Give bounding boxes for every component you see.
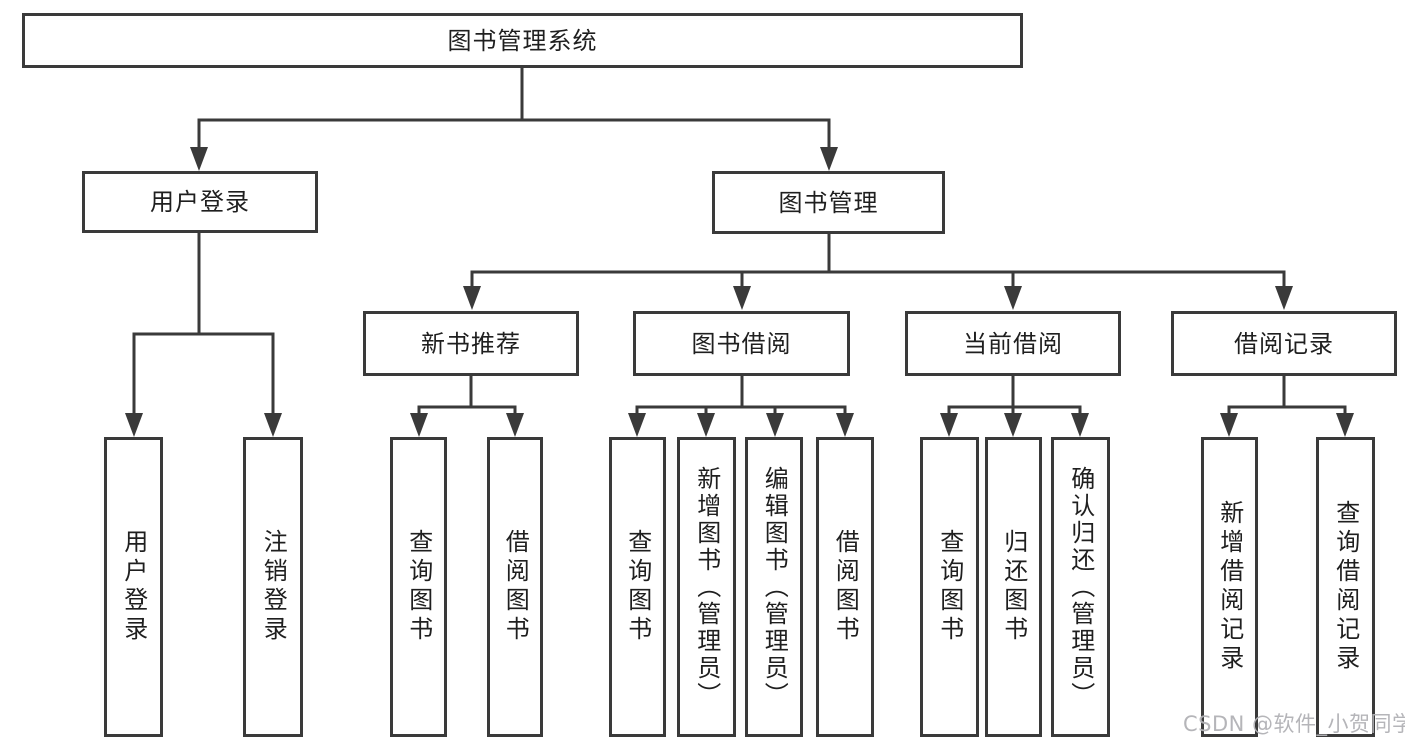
leaf-confirm-return-admin-label: 确认归还（管理员） [1066, 465, 1095, 709]
leaf-return-book-label: 归还图书 [999, 529, 1028, 645]
leaf-add-book-admin: 新增图书（管理员） [677, 437, 736, 737]
leaf-edit-book-admin: 编辑图书（管理员） [745, 437, 803, 737]
leaf-user-login: 用户登录 [104, 437, 163, 737]
node-book-borrow-label: 图书借阅 [691, 329, 792, 358]
leaf-query-borrow-record-label: 查询借阅记录 [1331, 500, 1360, 674]
leaf-confirm-return-admin: 确认归还（管理员） [1051, 437, 1110, 737]
leaf-logout: 注销登录 [243, 437, 303, 737]
node-book-borrow: 图书借阅 [633, 311, 850, 376]
leaf-add-book-admin-label: 新增图书（管理员） [692, 465, 721, 709]
node-borrow-record-label: 借阅记录 [1234, 329, 1334, 358]
node-current-borrow: 当前借阅 [905, 311, 1121, 376]
leaf-logout-label: 注销登录 [259, 529, 288, 645]
leaf-query-books-current-label: 查询图书 [935, 529, 964, 645]
leaf-add-borrow-record: 新增借阅记录 [1201, 437, 1258, 737]
node-user-login-label: 用户登录 [150, 188, 250, 216]
node-new-book-recommend: 新书推荐 [363, 311, 579, 376]
node-current-borrow-label: 当前借阅 [963, 329, 1063, 358]
node-new-book-recommend-label: 新书推荐 [421, 329, 521, 358]
leaf-return-book: 归还图书 [985, 437, 1042, 737]
leaf-add-borrow-record-label: 新增借阅记录 [1215, 500, 1244, 674]
leaf-query-books-borrow-label: 查询图书 [623, 529, 652, 645]
leaf-query-books-borrow: 查询图书 [609, 437, 666, 737]
node-book-management: 图书管理 [712, 171, 945, 234]
leaf-borrow-books-recommend-label: 借阅图书 [501, 529, 530, 645]
node-book-management-label: 图书管理 [778, 188, 879, 217]
leaf-borrow-books: 借阅图书 [816, 437, 874, 737]
leaf-borrow-books-label: 借阅图书 [831, 529, 860, 645]
leaf-query-books-current: 查询图书 [920, 437, 979, 737]
node-borrow-record: 借阅记录 [1171, 311, 1397, 376]
leaf-query-books-recommend: 查询图书 [390, 437, 447, 737]
watermark: CSDN @软件_小贺同学 [1183, 712, 1405, 736]
node-root: 图书管理系统 [22, 13, 1023, 68]
leaf-user-login-label: 用户登录 [119, 529, 148, 645]
leaf-query-borrow-record: 查询借阅记录 [1316, 437, 1375, 737]
node-root-label: 图书管理系统 [447, 26, 598, 55]
node-user-login: 用户登录 [82, 171, 318, 233]
leaf-borrow-books-recommend: 借阅图书 [487, 437, 543, 737]
leaf-query-books-recommend-label: 查询图书 [404, 529, 433, 645]
leaf-edit-book-admin-label: 编辑图书（管理员） [760, 465, 789, 709]
